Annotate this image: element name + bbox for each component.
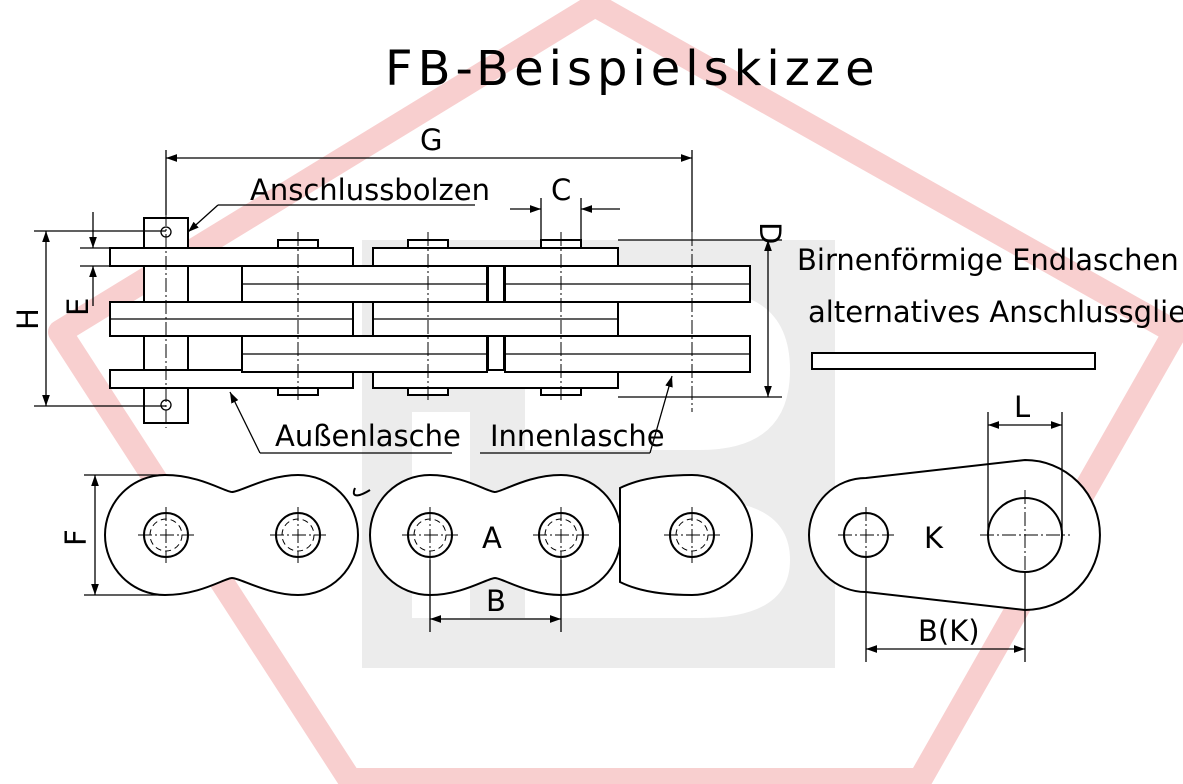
note-block: Birnenförmige Endlaschen als alternative… — [797, 243, 1183, 370]
dimensions-side-view: F B — [59, 474, 562, 632]
bushing — [487, 335, 505, 373]
dim-label-d: D — [753, 222, 787, 244]
label-a: A — [482, 521, 502, 555]
chain-side-view: A — [104, 473, 753, 597]
dim-label-e: E — [61, 298, 95, 316]
dim-label-g: G — [420, 123, 442, 157]
outer-link-left — [104, 473, 359, 597]
dim-label-bk: B(K) — [918, 614, 980, 648]
callouts: Anschlussbolzen Außenlasche Innenlasche — [187, 173, 673, 454]
label-k: K — [924, 521, 944, 555]
outer-plate — [109, 369, 354, 389]
note-line-2: alternatives Anschlussglied — [808, 295, 1183, 329]
callout-innenlasche: Innenlasche — [490, 419, 665, 453]
dim-label-b: B — [486, 584, 506, 618]
watermark-logo — [48, 0, 1183, 784]
dim-label-f: F — [59, 529, 93, 546]
note-line-1: Birnenförmige Endlaschen als — [797, 243, 1183, 277]
callout-aussenlasche: Außenlasche — [275, 419, 461, 453]
page-title: FB-Beispielskizze — [385, 41, 880, 97]
bushing — [487, 265, 505, 303]
dim-label-l: L — [1014, 390, 1030, 424]
dim-label-h: H — [11, 308, 45, 330]
outer-plate — [109, 247, 354, 267]
chain-top-view — [109, 212, 751, 428]
outer-plate — [372, 247, 619, 267]
dim-label-c: C — [551, 173, 571, 207]
end-plate-side-view — [811, 352, 1096, 370]
callout-anschlussbolzen: Anschlussbolzen — [250, 173, 490, 207]
outer-plate — [372, 369, 619, 389]
dimensions-top-view: G C D H E — [11, 123, 787, 407]
pear-end-plate: K L B(K) — [808, 390, 1101, 662]
